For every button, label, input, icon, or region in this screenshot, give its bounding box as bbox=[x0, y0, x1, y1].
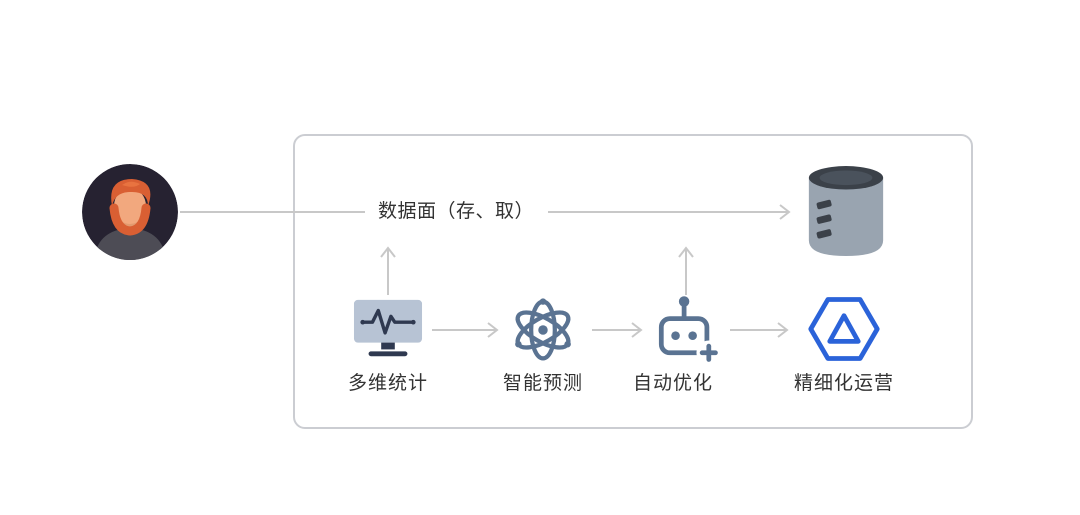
step-label-optimize: 自动优化 bbox=[632, 373, 713, 394]
step-label-operation: 精细化运营 bbox=[793, 373, 894, 394]
connector-arrow-2 bbox=[592, 322, 646, 338]
step-label-predict: 智能预测 bbox=[502, 373, 583, 394]
connector-arrow-3 bbox=[730, 322, 792, 338]
connector-arrow-to-database bbox=[548, 204, 794, 220]
data-plane-label: 数据面（存、取） bbox=[377, 201, 534, 222]
up-arrow-stats bbox=[380, 243, 396, 297]
atom-icon bbox=[507, 294, 579, 366]
up-arrow-optimize bbox=[678, 243, 694, 297]
step-label-stats: 多维统计 bbox=[347, 373, 428, 394]
connector-arrow-1 bbox=[432, 322, 502, 338]
database-icon bbox=[803, 164, 889, 258]
hexagon-triangle-icon bbox=[806, 294, 882, 364]
connector-line-avatar bbox=[180, 211, 365, 213]
monitor-pulse-icon bbox=[353, 298, 423, 360]
user-avatar bbox=[82, 164, 178, 260]
robot-icon bbox=[648, 292, 724, 368]
